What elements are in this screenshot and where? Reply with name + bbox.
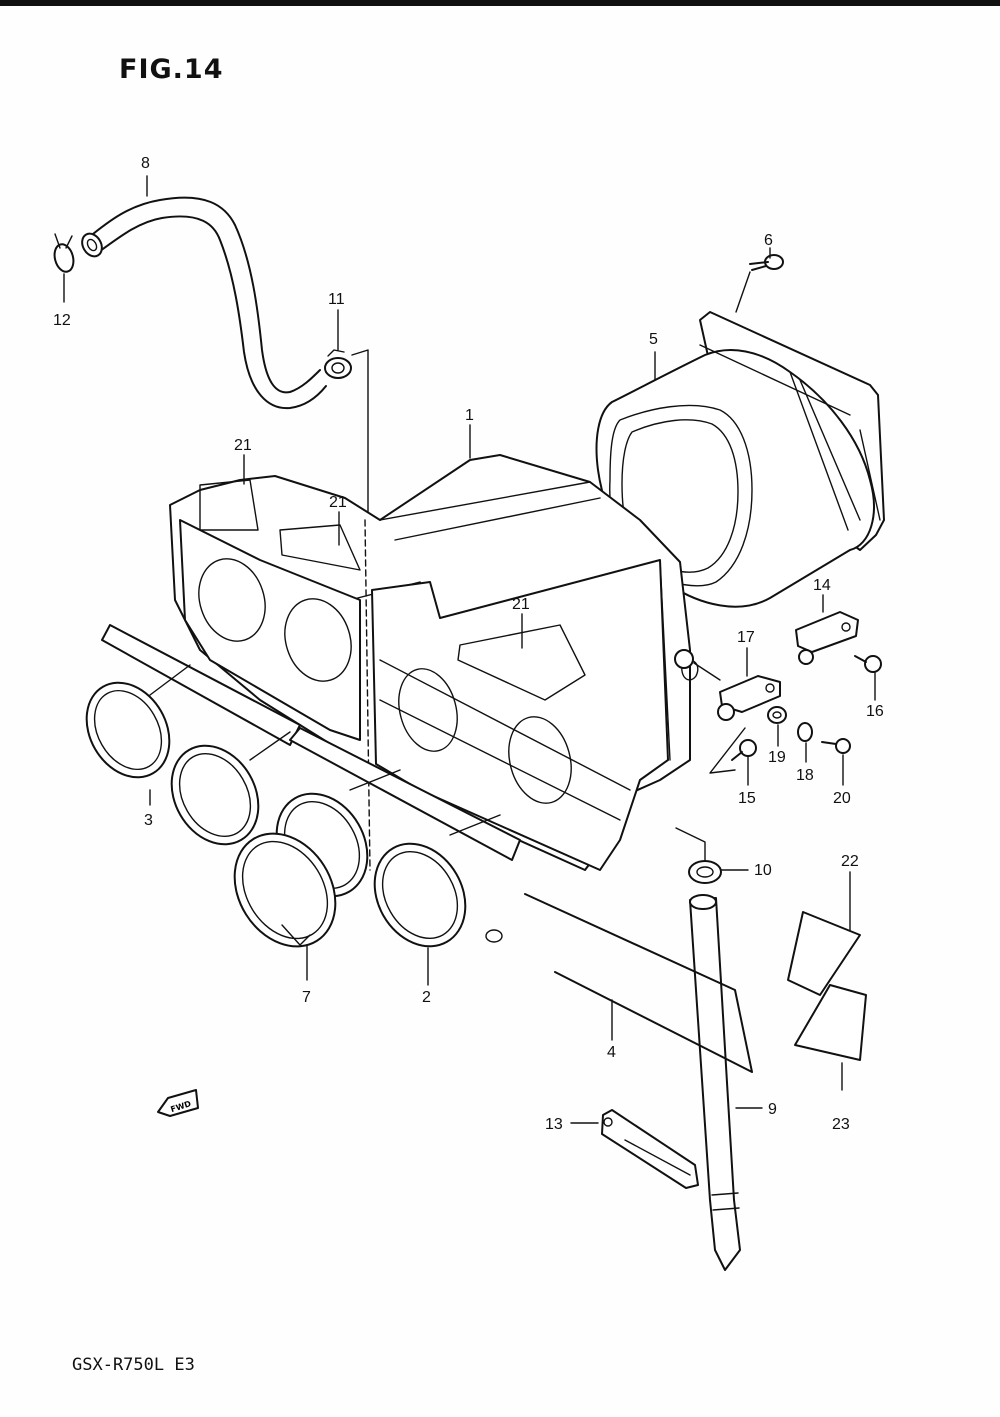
callout-2: 2 [422, 989, 431, 1006]
figure-title: FIG.14 [119, 54, 224, 85]
callout-21: 21 [234, 437, 252, 454]
callout-12: 12 [53, 312, 71, 329]
part-6-screw [735, 247, 784, 313]
page-top-border [0, 0, 1000, 6]
part-7-clamp [233, 832, 337, 981]
callout-16: 16 [866, 703, 884, 720]
callout-22: 22 [841, 853, 859, 870]
callout-23: 23 [832, 1116, 850, 1133]
callout-8: 8 [141, 155, 150, 172]
part-grommet [674, 649, 721, 681]
part-9-drain-tube [689, 894, 763, 1271]
callout-19: 19 [768, 749, 786, 766]
callout-labels: 8 12 11 6 5 1 21 21 21 14 17 16 19 18 15… [53, 155, 884, 1133]
callout-18: 18 [796, 767, 814, 784]
part-2-intake-funnel [275, 727, 521, 986]
part-23-label [794, 984, 867, 1091]
part-22-label [787, 871, 861, 996]
part-3-intake-funnel [85, 624, 301, 846]
callout-14: 14 [813, 577, 831, 594]
callout-17: 17 [737, 629, 755, 646]
callout-4: 4 [607, 1044, 616, 1061]
callout-5: 5 [649, 331, 658, 348]
part-16-bolt [854, 655, 882, 701]
part-13-bracket [570, 1109, 699, 1189]
model-code: GSX-R750L E3 [72, 1355, 195, 1375]
part-17-bracket [717, 647, 781, 721]
callout-3: 3 [144, 812, 153, 829]
callout-15: 15 [738, 790, 756, 807]
part-12-clip [53, 233, 75, 303]
part-8-breather-hose [81, 196, 327, 410]
callout-21: 21 [512, 596, 530, 613]
callout-21: 21 [329, 494, 347, 511]
part-10-clamp [675, 827, 749, 884]
callout-10: 10 [754, 862, 772, 879]
fwd-arrow-icon: FWD [157, 1089, 199, 1117]
callout-20: 20 [833, 790, 851, 807]
part-15-bolt [709, 727, 757, 786]
part-1-air-cleaner-case [169, 424, 699, 871]
part-4-rod [524, 893, 753, 1073]
callout-6: 6 [764, 232, 773, 249]
callout-13: 13 [545, 1116, 563, 1133]
part-18-collar [797, 722, 813, 763]
part-20-screw [821, 738, 851, 786]
part-19-washer [767, 706, 787, 747]
part-14-bracket [795, 594, 859, 665]
callout-9: 9 [768, 1101, 777, 1118]
callout-7: 7 [302, 989, 311, 1006]
callout-1: 1 [465, 407, 474, 424]
callout-11: 11 [328, 291, 345, 308]
